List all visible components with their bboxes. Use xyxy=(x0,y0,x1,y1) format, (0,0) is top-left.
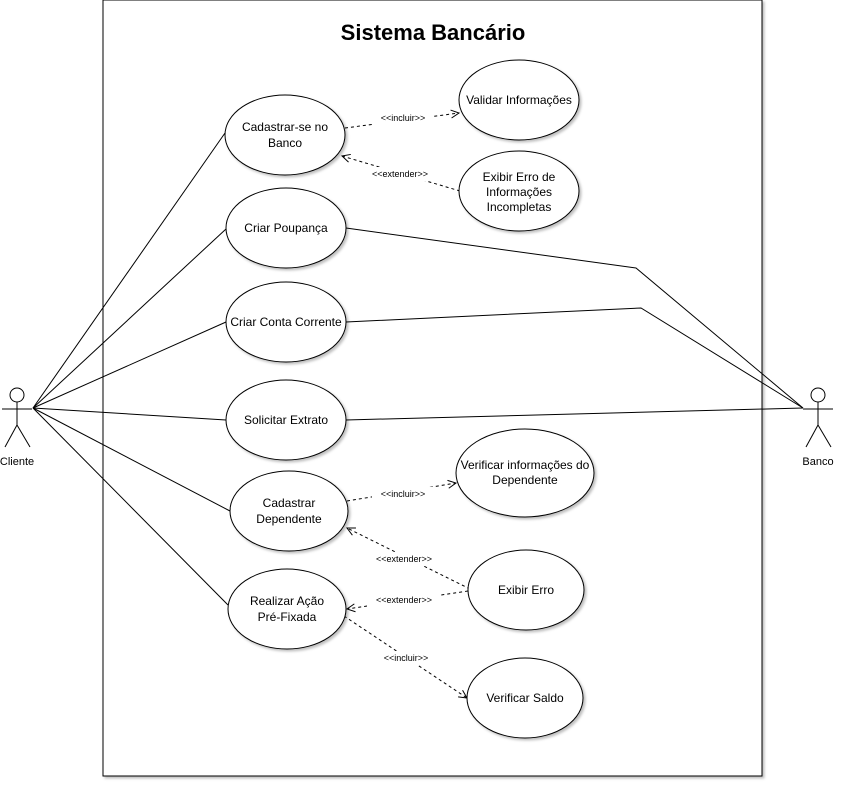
use-case-labels: Cadastrar-se no Banco Validar Informaçõe… xyxy=(230,93,589,705)
label-exibir-erro-info-1: Exibir Erro de xyxy=(483,170,556,184)
assoc-cliente-criar-poupanca xyxy=(32,228,227,409)
assoc-banco-solicitar-extrato xyxy=(345,407,804,421)
label-criar-poupanca: Criar Poupança xyxy=(244,221,328,235)
system-boundary xyxy=(102,0,763,777)
assoc-cliente-realizar-acao xyxy=(32,407,229,606)
assoc-banco-criar-conta-corrente xyxy=(345,307,804,409)
label-exibir-erro-info-3: Incompletas xyxy=(487,200,552,214)
use-case-exibir-erro[interactable] xyxy=(467,549,585,631)
actor-banco-label: Banco xyxy=(802,456,833,468)
use-case-exibir-erro-informacoes[interactable] xyxy=(458,150,580,232)
label-verificar-saldo: Verificar Saldo xyxy=(486,691,564,705)
label-criar-conta-corrente: Criar Conta Corrente xyxy=(230,315,342,329)
actor-banco[interactable] xyxy=(803,387,833,448)
use-case-realizar-acao[interactable] xyxy=(227,568,347,650)
stereotype-extender-3: <<extender>> xyxy=(376,595,432,605)
use-case-criar-poupanca[interactable] xyxy=(225,187,347,269)
use-case-solicitar-extrato[interactable] xyxy=(225,379,347,461)
actor-cliente-label: Cliente xyxy=(0,456,34,468)
stereotype-extender-2: <<extender>> xyxy=(376,554,432,564)
label-exibir-erro: Exibir Erro xyxy=(498,583,554,597)
actor-cliente[interactable] xyxy=(2,387,32,448)
assoc-cliente-solicitar-extrato xyxy=(32,407,227,421)
label-solicitar-extrato: Solicitar Extrato xyxy=(244,413,328,427)
stereotype-incluir-2: <<incluir>> xyxy=(381,489,426,499)
use-case-verificar-saldo[interactable] xyxy=(466,657,584,739)
use-case-verificar-dependente[interactable] xyxy=(455,428,595,518)
diagram-title: Sistema Bancário xyxy=(341,20,526,45)
stereotype-incluir-1: <<incluir>> xyxy=(381,113,426,123)
label-verificar-dependente-1: Verificar informações do xyxy=(461,458,590,472)
label-cadastrar-banco-2: Banco xyxy=(268,136,302,150)
banco-associations xyxy=(345,227,804,421)
use-case-validar-informacoes[interactable] xyxy=(458,59,580,141)
stereotype-labels: <<incluir>> <<extender>> <<incluir>> <<e… xyxy=(363,111,441,665)
use-case-cadastrar-banco[interactable] xyxy=(224,94,346,176)
assoc-cliente-cadastrar-dependente xyxy=(32,407,231,512)
label-cadastrar-banco-1: Cadastrar-se no xyxy=(242,120,328,134)
actor-banco-head xyxy=(810,387,826,403)
label-cadastrar-dependente-2: Dependente xyxy=(256,512,322,526)
use-cases xyxy=(224,59,595,739)
assoc-cliente-cadastrar-banco xyxy=(32,132,226,409)
use-case-cadastrar-dependente[interactable] xyxy=(229,470,349,552)
use-case-criar-conta-corrente[interactable] xyxy=(225,281,347,363)
incluir-cadastrar-validar xyxy=(344,113,459,129)
label-realizar-acao-1: Realizar Ação xyxy=(250,594,324,608)
actor-cliente-head xyxy=(9,387,25,403)
cliente-associations xyxy=(32,132,231,606)
label-realizar-acao-2: Pré-Fixada xyxy=(258,610,317,624)
stereotype-extender-1: <<extender>> xyxy=(372,169,428,179)
label-validar-informacoes: Validar Informações xyxy=(466,93,572,107)
label-cadastrar-dependente-1: Cadastrar xyxy=(263,496,316,510)
stereotype-incluir-3: <<incluir>> xyxy=(384,653,429,663)
assoc-cliente-criar-conta-corrente xyxy=(32,321,227,409)
assoc-banco-criar-poupanca xyxy=(345,227,804,409)
label-verificar-dependente-2: Dependente xyxy=(492,473,558,487)
label-exibir-erro-info-2: Informações xyxy=(486,185,552,199)
